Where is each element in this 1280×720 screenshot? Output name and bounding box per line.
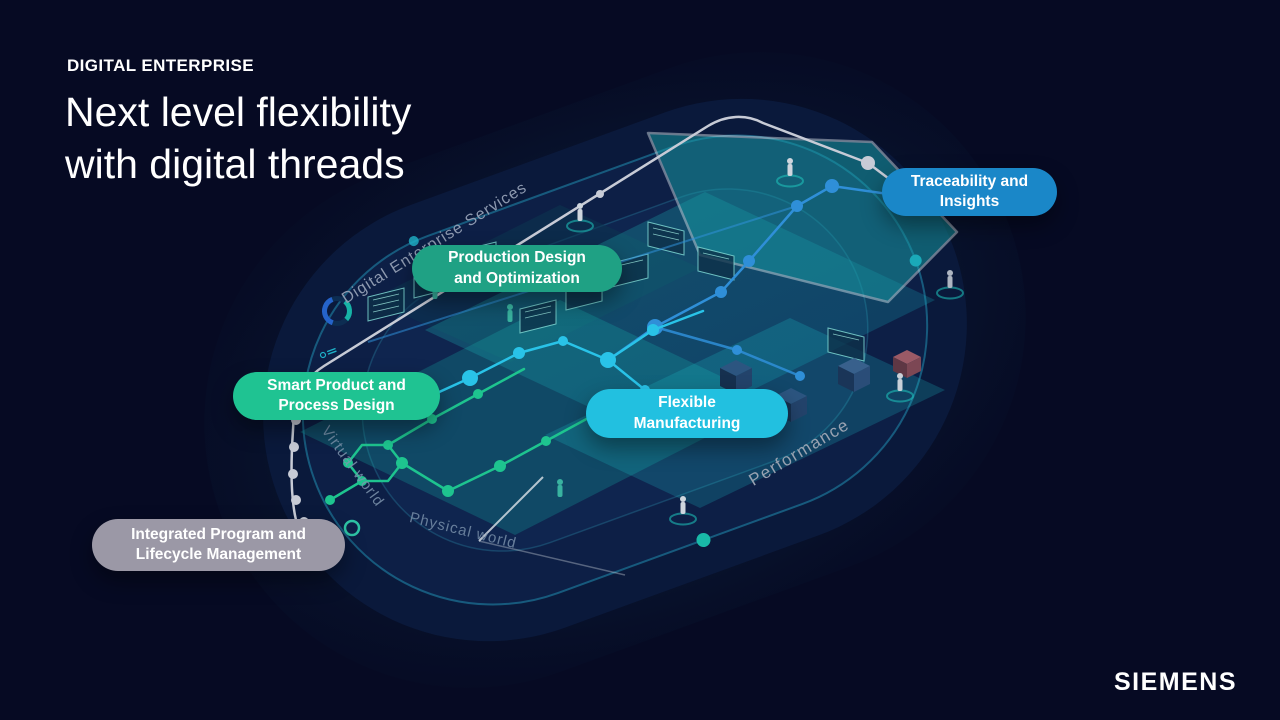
workers [432, 158, 964, 526]
pill-label: Flexible Manufacturing [633, 394, 741, 432]
pill-label: Integrated Program and Lifecycle Managem… [131, 525, 306, 563]
eyebrow-kicker: DIGITAL ENTERPRISE [67, 56, 254, 75]
rim-node [408, 236, 419, 247]
siemens-logo: SIEMENS [1113, 668, 1237, 696]
page-title: Next level flexibility with digital thre… [65, 89, 412, 188]
pill-label: Production Design and Optimization [448, 249, 586, 287]
kpi-ring-gauge [319, 296, 352, 359]
pill-label: Smart Product and Process Design [267, 376, 406, 414]
pill-flexible-manufacturing: Flexible Manufacturing [586, 389, 788, 438]
rim-node [696, 532, 711, 547]
pill-production-design-and-optimization: Production Design and Optimization [412, 245, 622, 292]
pill-integrated-program-and-lifecycle-management: Integrated Program and Lifecycle Managem… [92, 519, 345, 571]
pill-label: Traceability and Insights [910, 172, 1029, 210]
pill-traceability-and-insights: Traceability and Insights [882, 168, 1057, 216]
pill-smart-product-and-process-design: Smart Product and Process Design [233, 372, 440, 420]
